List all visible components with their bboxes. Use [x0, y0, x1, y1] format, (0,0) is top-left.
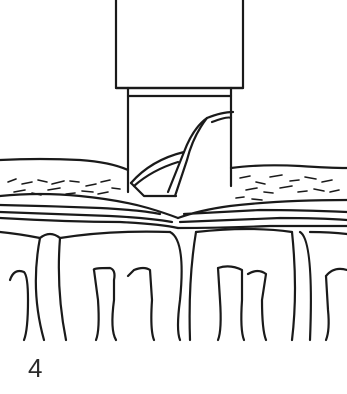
skin-layer-right: [178, 165, 347, 228]
tissue-lobules: [0, 229, 347, 340]
instrument-outer-shaft: [116, 0, 243, 88]
instrument-blade: [131, 112, 233, 196]
step-number-label: 4: [28, 353, 42, 383]
skin-layer-left: [0, 159, 178, 228]
instrument-inner-cylinder: [128, 88, 231, 192]
